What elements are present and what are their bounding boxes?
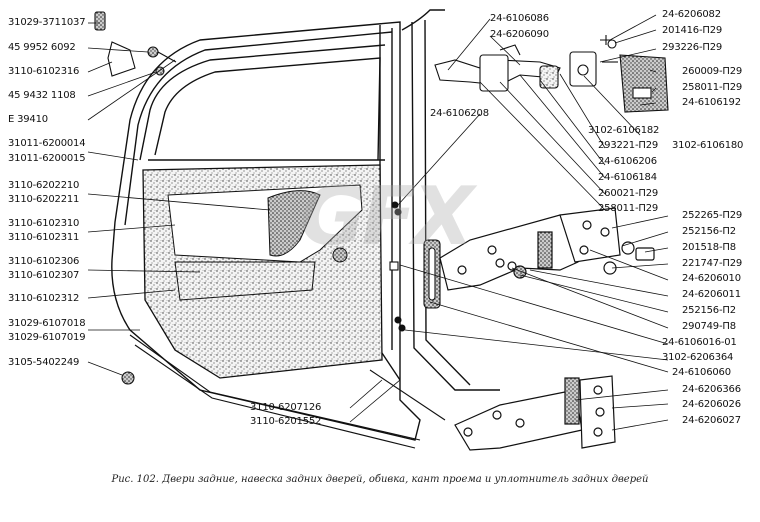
part-label: 3102-6206364 [662, 352, 734, 363]
part-label: 24-6206010 [682, 273, 741, 284]
figure-caption: Рис. 102. Двери задние, навеска задних д… [111, 474, 649, 485]
part-label: 24-6206366 [682, 384, 741, 395]
part-label: 3105-5402249 [8, 357, 80, 368]
watermark: GFX [300, 170, 474, 263]
part-label: 252265-П29 [682, 210, 743, 221]
part-label: 24-6206082 [662, 9, 721, 20]
part-label: 221747-П29 [682, 258, 743, 269]
part-label: 24-6106060 [672, 367, 731, 378]
part-label: 293226-П29 [662, 42, 723, 53]
pillar-striker [389, 201, 441, 332]
leader-lines [87, 14, 669, 431]
part-label: 258011-П29 [682, 82, 743, 93]
part-label: Е 39410 [8, 114, 48, 125]
part-label: 3110-6102310 [8, 218, 80, 229]
part-label: 3102-6106180 [672, 140, 744, 151]
door-check-strap [434, 35, 669, 113]
part-label: 24-6106184 [598, 172, 657, 183]
part-label: 3110-6102312 [8, 293, 80, 304]
door-trim-panel [142, 164, 383, 379]
part-label: 24-6206090 [490, 29, 549, 40]
part-label: 3110-6102307 [8, 270, 80, 281]
part-label: 24-6106192 [682, 97, 741, 108]
part-label: 31011-6200015 [8, 153, 86, 164]
door-frame-right [379, 9, 500, 391]
part-label: 293221-П29 [598, 140, 659, 151]
part-label: 24-6106206 [598, 156, 657, 167]
part-label: 260009-П29 [682, 66, 743, 77]
part-label: 3110-6102316 [8, 66, 80, 77]
part-label: 3110-6102311 [8, 232, 80, 243]
part-label: 24-6106016-01 [662, 337, 737, 348]
part-label: 3110-6102306 [8, 256, 80, 267]
part-label: 3102-6106182 [588, 125, 660, 136]
bottom-hinge [454, 375, 616, 451]
part-label: 31029-6107019 [8, 332, 86, 343]
part-label: 24-6106208 [430, 108, 489, 119]
middle-hinge [439, 207, 655, 291]
part-label: 24-6206027 [682, 415, 741, 426]
part-label: 45 9432 1108 [8, 90, 76, 101]
part-label: 45 9952 6092 [8, 42, 76, 53]
part-label: 31029-3711037 [8, 17, 86, 28]
part-label: 31029-6107018 [8, 318, 86, 329]
door-seal [129, 334, 446, 449]
part-label: 290749-П8 [682, 321, 736, 332]
part-label: 31011-6200014 [8, 138, 86, 149]
part-label: 24-6206026 [682, 399, 741, 410]
part-label: 258011-П29 [598, 203, 659, 214]
part-label: 3110-6201552 [250, 416, 322, 427]
part-label: 201518-П8 [682, 242, 736, 253]
part-label: 3110-6202210 [8, 180, 80, 191]
part-label: 252156-П2 [682, 305, 736, 316]
part-label: 260021-П29 [598, 188, 659, 199]
part-label: 3110-6202211 [8, 194, 80, 205]
part-label: 24-6106086 [490, 13, 549, 24]
part-label: 201416-П29 [662, 25, 723, 36]
part-label: 24-6206011 [682, 289, 741, 300]
part-label: 3110-6207126 [250, 402, 322, 413]
part-label: 252156-П2 [682, 226, 736, 237]
